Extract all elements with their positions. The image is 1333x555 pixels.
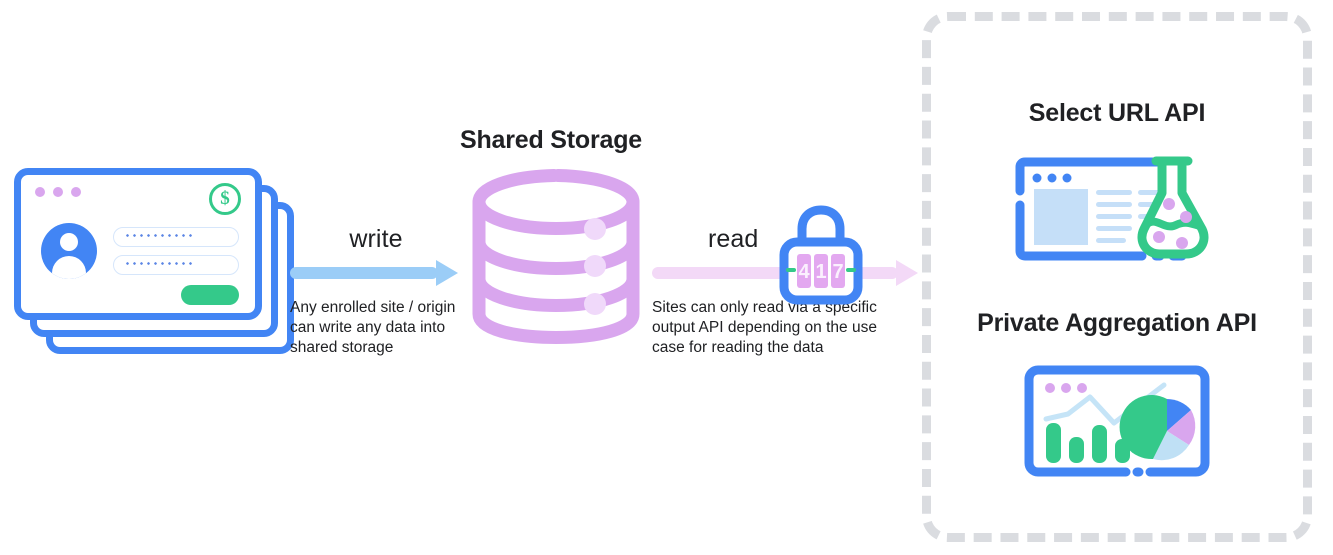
svg-text:4: 4 (798, 261, 810, 283)
submit-button[interactable] (181, 285, 239, 305)
write-caption: Any enrolled site / origin can write any… (290, 299, 456, 356)
browser-card-front: $ (14, 168, 262, 320)
browser-window-with-charts-icon (931, 359, 1303, 489)
dollar-badge-icon: $ (209, 183, 241, 215)
database-cylinder-icon (470, 168, 642, 344)
avatar-icon (41, 223, 97, 279)
username-field[interactable] (113, 227, 239, 247)
read-caption: Sites can only read via a specific outpu… (652, 299, 877, 356)
browser-window-with-flask-icon (931, 149, 1303, 269)
svg-text:1: 1 (815, 261, 826, 283)
write-flow: write Any enrolled site / origin can wri… (290, 225, 462, 358)
select-url-api-title: Select URL API (1028, 99, 1206, 127)
write-label: write (349, 225, 403, 253)
stacked-browser-windows: $ (14, 168, 294, 358)
window-dots-icon (35, 187, 81, 197)
shared-storage-title: Shared Storage (460, 126, 642, 154)
password-field[interactable] (113, 255, 239, 275)
private-aggregation-api-title: Private Aggregation API (977, 309, 1257, 337)
svg-text:7: 7 (832, 261, 843, 283)
output-api-panel: Select URL API (922, 12, 1312, 542)
write-arrow-right-icon (290, 260, 462, 286)
read-label: read (708, 225, 759, 253)
